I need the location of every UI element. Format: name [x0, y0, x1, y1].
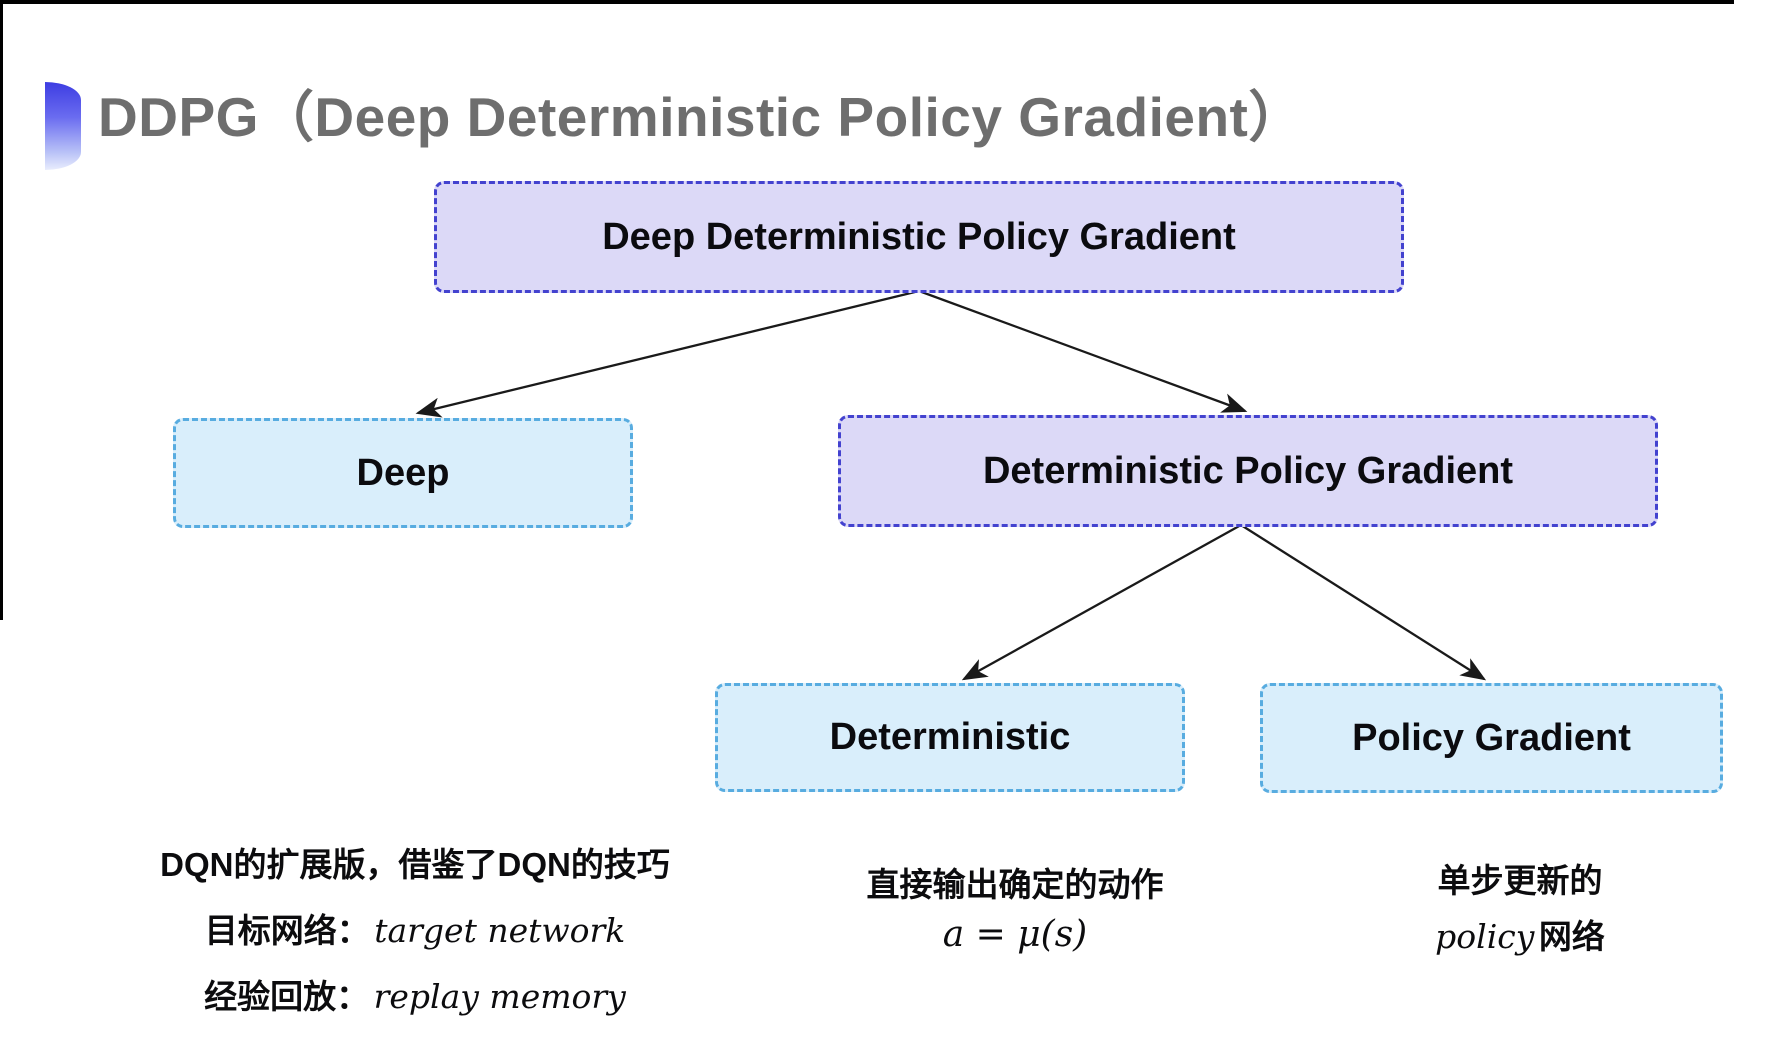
note-policy-gradient-line2-zh: 网络: [1538, 918, 1605, 955]
note-policy-gradient-line1: 单步更新的: [1437, 862, 1603, 899]
note-policy-gradient-line2-en: policy: [1435, 917, 1535, 956]
node-policy-gradient: Policy Gradient: [1260, 683, 1723, 793]
note-deep-line3-en: replay memory: [373, 977, 626, 1016]
note-deep-line2: 目标网络： target network: [110, 904, 720, 952]
edge-dpg-pg: [1240, 524, 1487, 681]
note-deep-line3-zh: 经验回放：: [204, 978, 370, 1015]
node-deterministic-policy-gradient: Deterministic Policy Gradient: [838, 415, 1658, 527]
edge-root-deep: [415, 289, 920, 418]
note-deterministic-line1: 直接输出确定的动作: [866, 866, 1164, 903]
title-bullet-icon: [45, 82, 81, 170]
screenshot-left-border: [0, 0, 3, 620]
note-deterministic-formula: a = μ(s): [942, 914, 1088, 955]
edge-dpg-det: [961, 523, 1242, 681]
screenshot-top-border: [0, 0, 1734, 4]
note-deep-line2-zh: 目标网络：: [204, 912, 370, 949]
node-label: Deterministic: [829, 716, 1071, 758]
note-policy-gradient: 单步更新的 policy 网络: [1350, 854, 1690, 958]
note-deep-line1: DQN的扩展版，借鉴了DQN的技巧: [160, 846, 670, 883]
node-label: Deep Deterministic Policy Gradient: [602, 215, 1236, 258]
note-deep-line3: 经验回放： replay memory: [110, 970, 720, 1018]
node-deep-deterministic-policy-gradient: Deep Deterministic Policy Gradient: [434, 181, 1404, 293]
node-label: Deterministic Policy Gradient: [982, 449, 1514, 492]
node-label: Deep: [356, 451, 450, 494]
node-label: Policy Gradient: [1352, 716, 1631, 759]
note-deep: DQN的扩展版，借鉴了DQN的技巧 目标网络： target network 经…: [110, 838, 720, 1018]
page-title: DDPG（Deep Deterministic Policy Gradient）: [98, 86, 1304, 148]
note-policy-gradient-line2: policy 网络: [1350, 910, 1690, 958]
note-deep-line2-en: target network: [374, 911, 626, 950]
node-deep: Deep: [173, 418, 633, 528]
node-deterministic: Deterministic: [715, 683, 1185, 792]
edge-root-dpg: [918, 289, 1248, 413]
note-deterministic: 直接输出确定的动作 a = μ(s): [815, 858, 1215, 955]
